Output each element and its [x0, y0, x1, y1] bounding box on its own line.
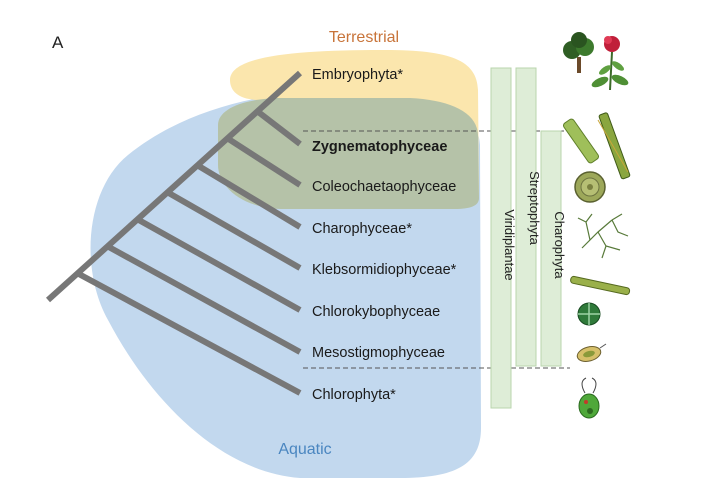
filamentous-alga-icon — [562, 112, 631, 180]
tree-branch-chlorophyta — [75, 270, 302, 396]
disc-alga-icon — [574, 171, 606, 203]
branched-alga-icon — [577, 213, 629, 259]
taxon-label-chlorophyta: Chlorophyta* — [312, 387, 396, 403]
taxon-label-charophyceae: Charophyceae* — [312, 221, 412, 237]
clade-label-viridiplantae: Viridiplantae — [502, 209, 517, 280]
aquatic-label: Aquatic — [278, 441, 331, 458]
tree-branch-mesostigmophyceae — [105, 243, 302, 355]
taxon-label-chlorokybophyceae: Chlorokybophyceae — [312, 304, 440, 320]
tree-branch-charophyceae — [195, 162, 302, 230]
tree-branch-coleochaetaophyceae — [225, 135, 302, 188]
taxon-label-mesostigmophyceae: Mesostigmophyceae — [312, 345, 445, 361]
clade-bar-streptophyta — [515, 67, 537, 367]
four-cell-alga-icon — [577, 302, 601, 326]
taxon-label-coleochaetaophyceae: Coleochaetaophyceae — [312, 179, 456, 195]
terrestrial-label: Terrestrial — [329, 29, 399, 46]
overlap-zone — [218, 98, 479, 209]
taxon-label-zygnematophyceae: Zygnematophyceae — [312, 139, 447, 155]
tree-branch-chlorokybophyceae — [135, 216, 302, 313]
clade-label-charophyta: Charophyta — [552, 211, 567, 279]
tree-and-flower-icon — [563, 32, 629, 91]
tree-branch-klebsormidiophyceae — [165, 189, 302, 271]
green-flagellate-icon — [578, 377, 600, 419]
clade-bar-charophyta — [540, 130, 562, 367]
panel-label: A — [52, 33, 64, 52]
taxon-label-embryophyta: Embryophyta* — [312, 67, 403, 83]
oval-flagellate-icon — [576, 343, 607, 362]
taxon-label-klebsormidiophyceae: Klebsormidiophyceae* — [312, 262, 457, 278]
terrestrial-zone — [230, 50, 479, 208]
tree-branch-zygnematophyceae — [255, 108, 302, 147]
clade-label-streptophyta: Streptophyta — [527, 171, 542, 245]
filament-icon — [570, 275, 631, 296]
clade-bar-viridiplantae — [490, 67, 512, 409]
phylogenetic-tree — [45, 70, 303, 396]
